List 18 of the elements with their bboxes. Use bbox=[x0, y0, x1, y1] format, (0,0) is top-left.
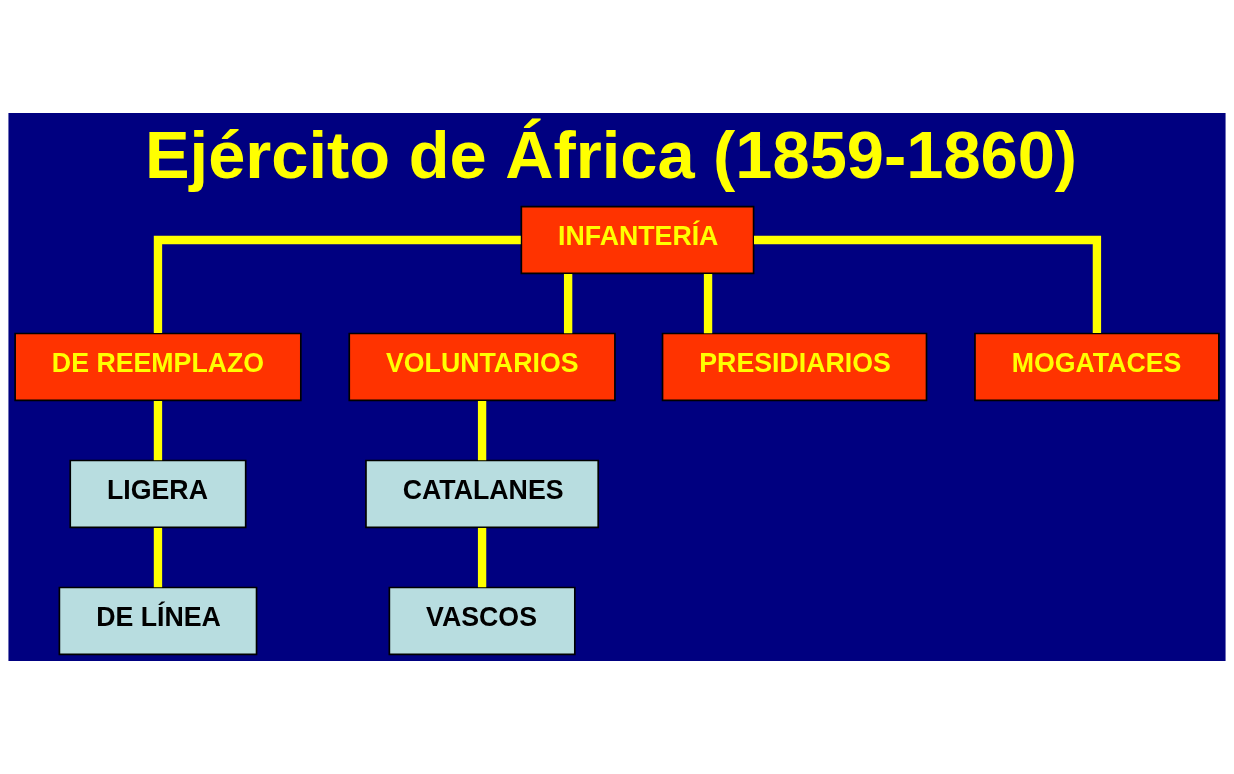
connector bbox=[153, 401, 163, 461]
connector bbox=[754, 235, 1102, 333]
node-box: DE REEMPLAZO bbox=[14, 332, 302, 402]
connector bbox=[477, 527, 487, 588]
connector bbox=[703, 274, 713, 334]
node-box: MOGATACES bbox=[974, 332, 1220, 402]
connector bbox=[153, 235, 521, 333]
connector bbox=[563, 274, 573, 334]
node-box: DE LÍNEA bbox=[58, 586, 258, 656]
node-box: LIGERA bbox=[69, 459, 247, 529]
node-box: VOLUNTARIOS bbox=[348, 332, 616, 402]
connector bbox=[153, 527, 163, 588]
node-box: VASCOS bbox=[388, 586, 576, 656]
node-box: PRESIDIARIOS bbox=[661, 332, 928, 402]
node-box: INFANTERÍA bbox=[520, 205, 755, 275]
node-box: CATALANES bbox=[365, 459, 600, 529]
connector bbox=[477, 401, 487, 461]
diagram-title: Ejército de África (1859-1860) bbox=[145, 118, 1078, 193]
